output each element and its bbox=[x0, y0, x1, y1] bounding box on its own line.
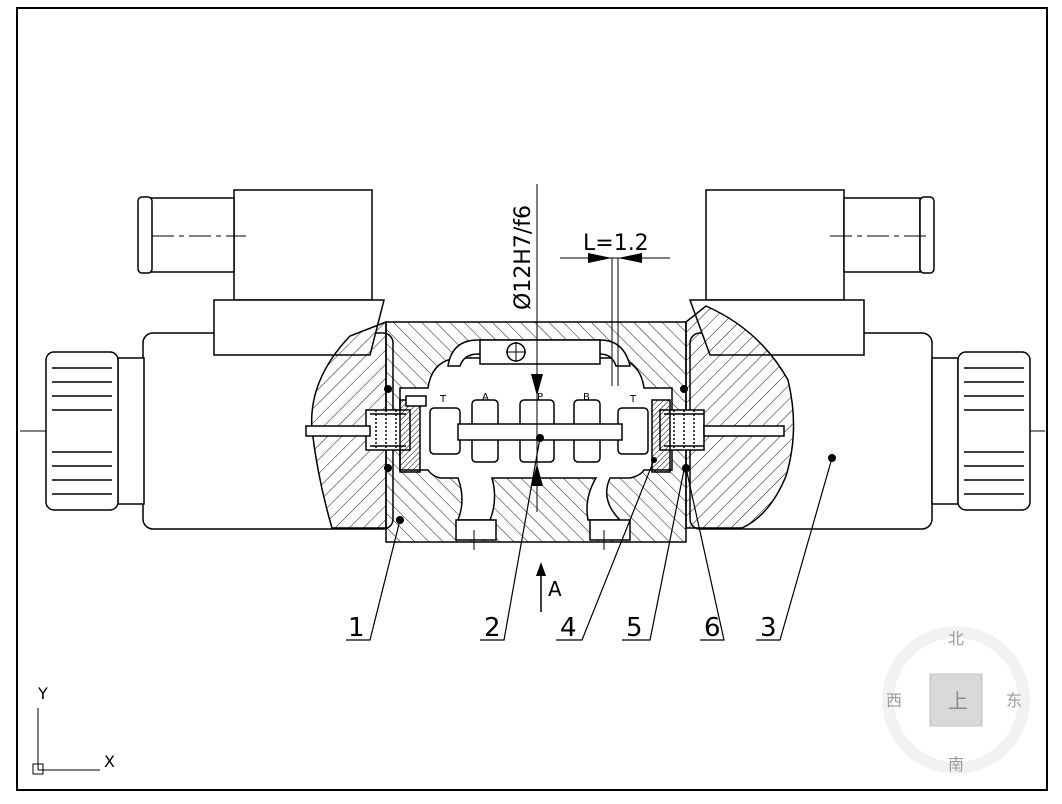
left-solenoid-coil bbox=[137, 189, 385, 356]
leader-lines bbox=[346, 437, 833, 641]
viewcube-north[interactable]: 北 bbox=[948, 629, 964, 648]
valve-assembly[interactable] bbox=[45, 189, 1031, 550]
fit-arrow-bottom bbox=[531, 464, 543, 486]
left-spring-assembly bbox=[365, 395, 427, 473]
ucs-y-label: Y bbox=[37, 684, 48, 703]
port-a: A bbox=[482, 392, 489, 403]
viewcube-face[interactable] bbox=[929, 673, 983, 727]
port-b: B bbox=[583, 392, 590, 403]
viewcube[interactable]: 上 北 南 东 西 bbox=[882, 626, 1030, 774]
viewcube-east[interactable]: 东 bbox=[1006, 691, 1022, 710]
right-end-cap-section bbox=[685, 305, 795, 529]
fit-arrow-top bbox=[531, 374, 543, 396]
part-number-3: 3 bbox=[760, 613, 777, 643]
left-pushrod bbox=[305, 425, 371, 437]
fit-tolerance-label: Ø12H7/f6 bbox=[511, 205, 536, 310]
port-a-bottom bbox=[455, 519, 497, 541]
view-a-label: A bbox=[548, 577, 562, 601]
port-p: P bbox=[537, 392, 543, 403]
port-t-left: T bbox=[439, 394, 447, 405]
right-manual-knob[interactable] bbox=[931, 351, 1031, 511]
gap-label: L=1.2 bbox=[583, 231, 649, 256]
viewcube-south[interactable]: 南 bbox=[948, 755, 964, 774]
view-arrow-a: A bbox=[536, 562, 562, 612]
part-number-4: 4 bbox=[560, 613, 577, 643]
port-t-right: T bbox=[629, 394, 637, 405]
viewcube-face-label[interactable]: 上 bbox=[948, 689, 968, 713]
part-number-1: 1 bbox=[348, 613, 365, 643]
ucs-icon: Y X bbox=[32, 684, 115, 775]
ucs-x-label: X bbox=[104, 752, 115, 771]
viewcube-ring[interactable] bbox=[882, 626, 1030, 774]
part-number-6: 6 bbox=[704, 613, 721, 643]
viewcube-west[interactable]: 西 bbox=[886, 691, 902, 710]
left-manual-knob[interactable] bbox=[45, 351, 145, 511]
gap-dimension: L=1.2 bbox=[560, 231, 670, 386]
port-b-bottom bbox=[589, 519, 631, 541]
part-number-2: 2 bbox=[484, 613, 501, 643]
part-number-5: 5 bbox=[626, 613, 643, 643]
right-spring-assembly bbox=[651, 399, 705, 473]
right-pushrod bbox=[703, 425, 785, 437]
